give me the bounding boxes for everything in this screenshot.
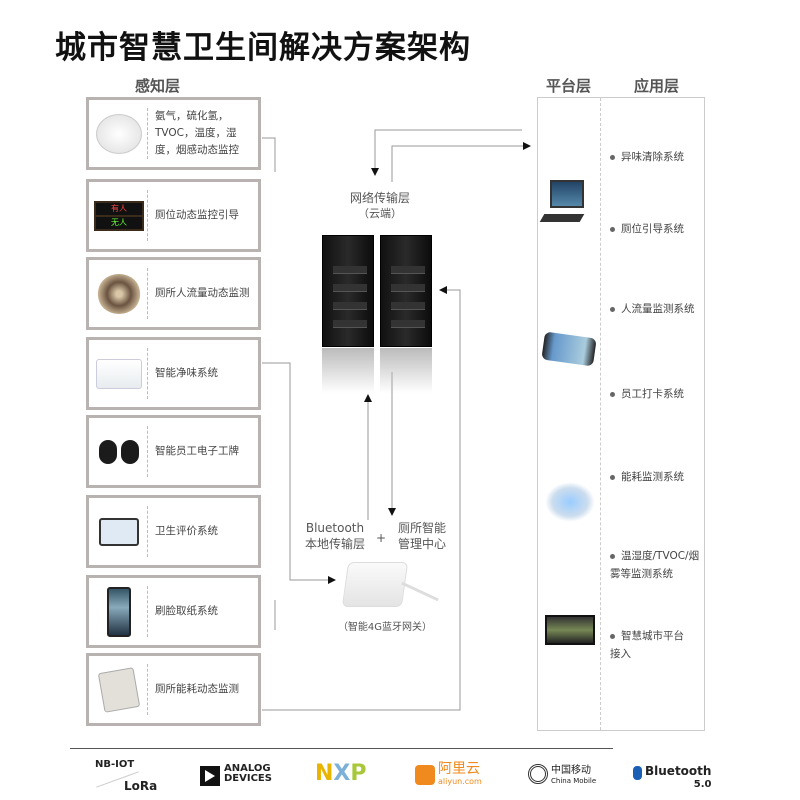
perception-label: 刷脸取纸系统 — [155, 605, 218, 617]
perception-item: 智能员工电子工牌 — [86, 415, 261, 488]
app-item: 温湿度/TVOC/烟雾等监测系统 — [610, 550, 700, 580]
crowd-icon — [93, 266, 145, 321]
app-item: 员工打卡系统 — [610, 385, 684, 403]
perception-label: 智能员工电子工牌 — [155, 445, 239, 457]
app-item: 能耗监测系统 — [610, 468, 684, 486]
lora-logo: LoRa — [124, 779, 158, 793]
perception-item: 氨气，硫化氢，TVOC，温度，湿度，烟感动态监控 — [86, 97, 261, 170]
energy-meter-icon — [93, 662, 145, 717]
perception-label: 厕所人流量动态监测 — [155, 287, 250, 299]
gateway-label: （智能4G蓝牙网关） — [337, 622, 433, 633]
perception-label: 厕所能耗动态监测 — [155, 683, 239, 695]
led-sign-icon: 有人无人 — [93, 188, 145, 243]
app-item: 异味清除系统 — [610, 148, 684, 166]
mgmt-center-label: 厕所智能管理中心 — [397, 521, 446, 551]
smoke-detector-icon — [93, 106, 145, 161]
nxp-logo: NXP — [315, 761, 367, 786]
perception-label: 厕位动态监控引导 — [155, 209, 239, 221]
desktop-computer-icon — [539, 180, 594, 230]
app-item: 人流量监测系统 — [610, 300, 695, 318]
perception-item: 厕所人流量动态监测 — [86, 257, 261, 330]
perception-label: 智能净味系统 — [155, 367, 218, 379]
perception-label: 氨气，硫化氢，TVOC，温度，湿度，烟感动态监控 — [155, 110, 239, 156]
app-item: 智慧城市平台接入 — [610, 630, 684, 660]
network-layer-label: 网络传输层（云端） — [349, 191, 410, 220]
header-platform: 平台层 — [546, 77, 592, 95]
header-perception: 感知层 — [135, 77, 181, 95]
perception-label: 卫生评价系统 — [155, 525, 218, 537]
platform-application-panel — [537, 97, 705, 731]
bluetooth-logo — [633, 766, 642, 780]
perception-item: 智能净味系统 — [86, 337, 261, 410]
monitor-dashboard-icon — [545, 615, 595, 645]
purifier-icon — [93, 346, 145, 401]
plus-sign: + — [376, 531, 387, 545]
perception-item: 有人无人 厕位动态监控引导 — [86, 179, 261, 252]
perception-item: 刷脸取纸系统 — [86, 575, 261, 648]
nbiot-logo: NB-IOT — [95, 759, 135, 770]
aliyun-logo — [415, 765, 435, 785]
tablet-rating-icon — [93, 504, 145, 559]
header-application: 应用层 — [634, 77, 680, 95]
perception-item: 厕所能耗动态监测 — [86, 653, 261, 726]
perception-item: 卫生评价系统 — [86, 495, 261, 568]
analog-devices-logo — [200, 766, 220, 786]
badge-tag-icon — [93, 424, 145, 479]
china-mobile-logo — [528, 764, 548, 784]
face-scan-icon — [93, 584, 145, 639]
smart-city-icon — [545, 482, 595, 522]
page-title: 城市智慧卫生间解决方案架构 — [55, 30, 471, 66]
app-item: 厕位引导系统 — [610, 220, 684, 238]
